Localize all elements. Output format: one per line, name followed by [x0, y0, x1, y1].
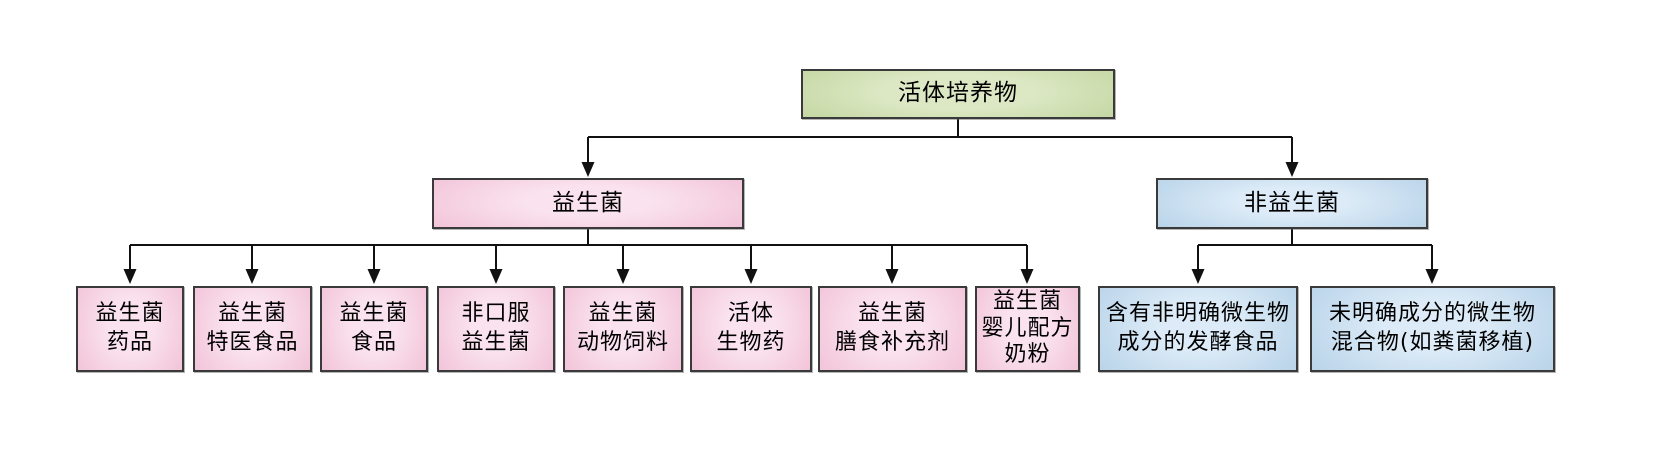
node-live-biotherapeutic: 活体 生物药 [690, 286, 812, 372]
node-non-oral-probiotics-line2: 益生菌 [461, 330, 531, 355]
node-probiotic-foods-line1: 益生菌 [339, 301, 409, 327]
node-probiotic-animal-feed: 益生菌 动物饲料 [563, 286, 683, 372]
node-probiotic-fsmp-line2: 特医食品 [206, 330, 299, 355]
node-probiotic-drugs-line2: 药品 [106, 330, 153, 355]
node-microbial-mixtures-line1: 未明确成分的微生物 [1328, 301, 1536, 327]
arrowhead-microbial-mixtures [1425, 269, 1439, 284]
node-probiotic-infant-formula-line3: 奶粉 [1004, 342, 1051, 368]
arrowhead-probiotic-drugs [123, 269, 137, 284]
arrowhead-probiotic-infant-formula [1020, 269, 1034, 284]
node-microbial-mixtures-line2: 混合物(如粪菌移植) [1330, 330, 1535, 355]
node-non-probiotics: 非益生菌 [1156, 178, 1428, 229]
node-probiotic-animal-feed-line2: 动物饲料 [576, 330, 669, 355]
arrowhead-probiotic-supplements [885, 269, 899, 284]
node-non-oral-probiotics-line1: 非口服 [461, 301, 531, 327]
node-probiotic-foods: 益生菌 食品 [320, 286, 428, 372]
node-probiotic-fsmp: 益生菌 特医食品 [193, 286, 312, 372]
node-probiotic-animal-feed-line1: 益生菌 [588, 301, 658, 327]
node-undefined-microbial-mixtures: 未明确成分的微生物 混合物(如粪菌移植) [1310, 286, 1555, 372]
node-probiotic-supplements: 益生菌 膳食补充剂 [818, 286, 967, 372]
arrowhead-probiotic-fsmp [245, 269, 259, 284]
node-probiotics-label: 益生菌 [552, 189, 624, 216]
node-probiotic-drugs-line1: 益生菌 [95, 301, 165, 327]
arrowhead-non-probiotics [1285, 162, 1299, 177]
node-probiotics: 益生菌 [432, 178, 744, 229]
arrowhead-non-oral-probiotics [489, 269, 503, 284]
node-fermented-foods-undefined-microbes: 含有非明确微生物 成分的发酵食品 [1098, 286, 1298, 372]
node-live-biotherapeutic-line1: 活体 [727, 301, 774, 327]
node-probiotic-infant-formula: 益生菌 婴儿配方 奶粉 [975, 286, 1080, 372]
arrowhead-probiotic-foods [367, 269, 381, 284]
node-live-biotherapeutic-line2: 生物药 [716, 330, 786, 355]
arrowhead-probiotic-animal-feed [616, 269, 630, 284]
node-probiotic-supplements-line2: 膳食补充剂 [834, 330, 950, 355]
node-live-cultures: 活体培养物 [801, 69, 1115, 119]
arrowhead-fermented-foods [1191, 269, 1205, 284]
node-non-oral-probiotics: 非口服 益生菌 [437, 286, 555, 372]
node-probiotic-supplements-line1: 益生菌 [857, 301, 927, 327]
node-fermented-foods-line1: 含有非明确微生物 [1105, 301, 1290, 327]
node-probiotic-fsmp-line1: 益生菌 [217, 301, 287, 327]
node-fermented-foods-line2: 成分的发酵食品 [1117, 330, 1279, 355]
arrowhead-live-biotherapeutic [744, 269, 758, 284]
node-non-probiotics-label: 非益生菌 [1244, 189, 1340, 216]
arrowhead-probiotics [581, 162, 595, 177]
node-live-cultures-label: 活体培养物 [898, 80, 1018, 107]
node-probiotic-drugs: 益生菌 药品 [76, 286, 184, 372]
node-probiotic-infant-formula-line2: 婴儿配方 [981, 315, 1074, 341]
node-probiotic-infant-formula-line1: 益生菌 [992, 288, 1062, 314]
node-probiotic-foods-line2: 食品 [350, 330, 397, 355]
